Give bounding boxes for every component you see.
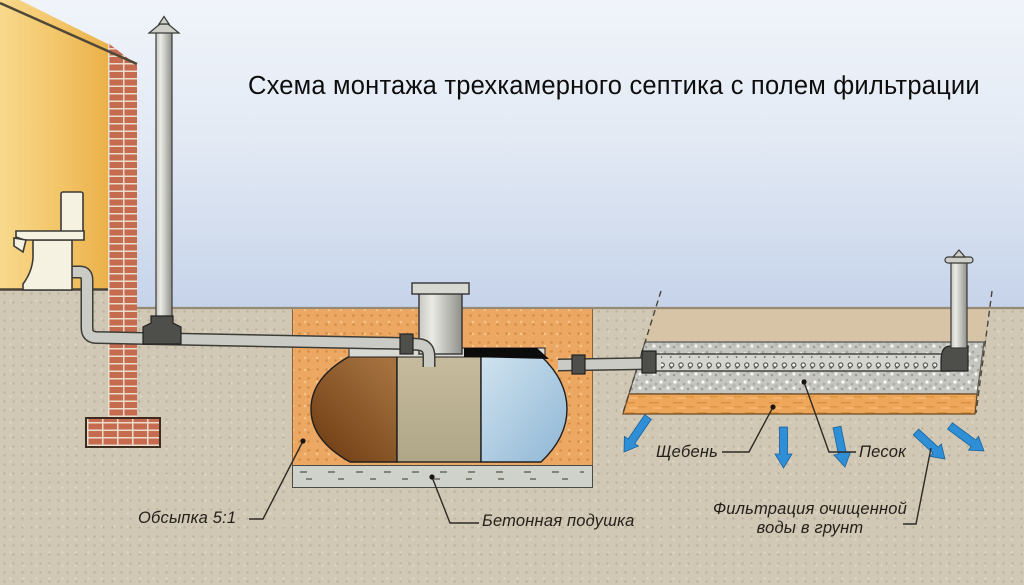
toilet [13, 191, 85, 291]
tank-chamber-1 [310, 355, 398, 463]
toilet-cistern [60, 191, 84, 235]
septic-tank [310, 347, 568, 463]
trench-soil-backfill [645, 309, 988, 342]
diagram-title: Схема монтажа трехкамерного септика с по… [248, 72, 980, 100]
leader-lines [249, 381, 932, 525]
brick-footing [85, 417, 161, 448]
vent-cap-icon [147, 23, 181, 34]
water-arrow-down-icon [832, 425, 852, 468]
sewer-pipe [70, 265, 405, 350]
leader-gravel [722, 406, 774, 453]
label-gravel: Щебень [656, 443, 719, 461]
water-arrow-down-right-icon [947, 422, 985, 452]
toilet-base [22, 239, 73, 291]
field-inlet-coupling [641, 350, 657, 374]
leader-backfill [249, 440, 304, 520]
label-filtration-line2: воды в грунт [756, 518, 864, 537]
tank-chamber-3 [480, 355, 568, 463]
perforation-holes [661, 356, 942, 369]
concrete-pad-texture [300, 471, 584, 480]
leader-dots [300, 379, 807, 480]
perforated-pipe [651, 353, 951, 372]
vent-pipe-house [147, 15, 181, 319]
outlet-coupling [571, 354, 586, 375]
inlet-elbow [403, 337, 436, 367]
tank-top-seal [464, 348, 549, 359]
water-arrow-down-icon [774, 426, 793, 469]
tank-chamber-2 [396, 355, 482, 463]
filtration-trench [622, 290, 993, 415]
toilet-rim [13, 237, 27, 254]
label-concrete-pad: Бетонная подушка [482, 512, 635, 530]
riser-cap [411, 282, 470, 295]
inlet-coupling [399, 333, 414, 355]
tee-fitting [142, 315, 182, 345]
vent-cap-icon [944, 256, 974, 264]
label-sand: Песок [859, 443, 907, 461]
water-flow-arrows [623, 414, 985, 469]
label-backfill: Обсыпка 5:1 [138, 509, 237, 527]
leader-filtration [903, 447, 932, 525]
vent-pipe-field [944, 249, 974, 349]
field-elbow [940, 345, 969, 372]
water-arrow-down-left-icon [623, 414, 652, 453]
leader-sand [803, 381, 856, 453]
leader-concrete-pad [431, 476, 479, 524]
concrete-pad [292, 465, 593, 488]
trench-slope-line-right [975, 290, 993, 414]
toilet-seat [15, 230, 85, 241]
brick-wall [108, 43, 137, 417]
house-roof-line [0, 1, 138, 66]
sand-layer [622, 393, 978, 415]
label-filtration: Фильтрация очищенной воды в грунт [710, 500, 910, 538]
label-filtration-line1: Фильтрация очищенной [712, 500, 908, 518]
water-arrow-down-right-icon [912, 428, 946, 460]
